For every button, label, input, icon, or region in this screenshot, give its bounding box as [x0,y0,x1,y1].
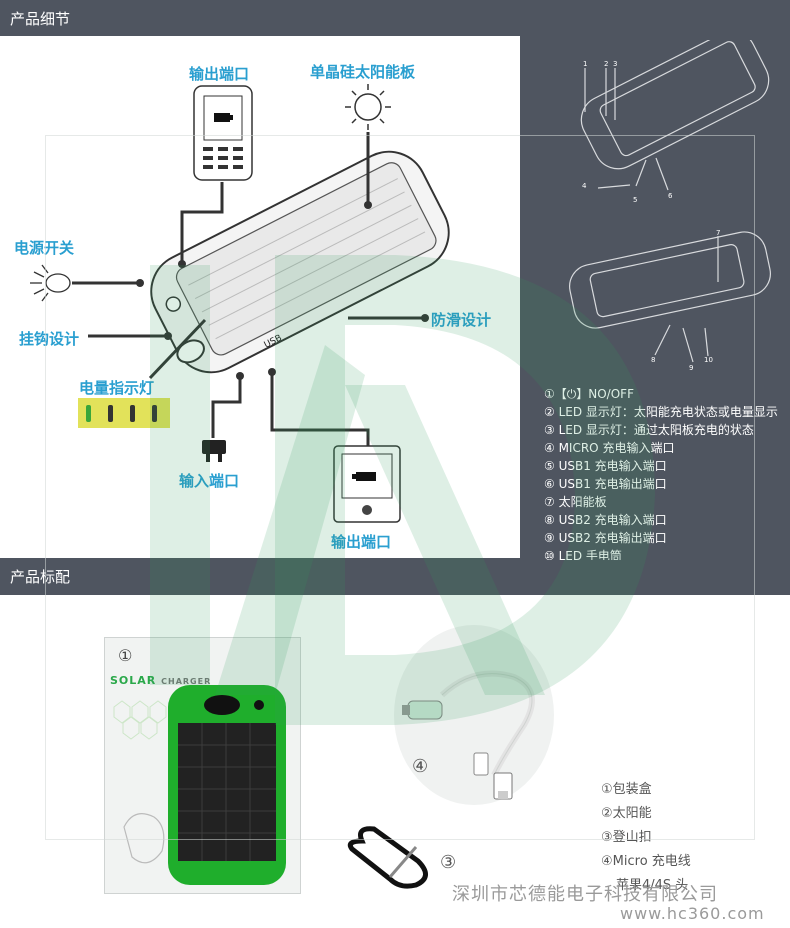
marker-10: 10 [704,356,713,364]
accessory-item: ①包装盒 [601,782,652,797]
legend-item: ⑥ USB1 充电输出端口 [544,477,667,491]
legend-item: ⑦ 太阳能板 [544,495,607,509]
marker-4: 4 [582,182,587,190]
callout-input-port: 输入端口 [179,472,240,490]
callout-anti-slip: 防滑设计 [431,311,492,329]
cable-number: ④ [412,756,429,777]
power-bank-diagram [30,84,450,523]
micro-usb-cable [402,670,535,800]
carabiner [347,826,428,889]
plug-icon [202,440,226,462]
sun-icon [345,84,391,130]
marker-2: 2 [604,60,609,68]
accessories-band [0,560,790,595]
legend-item: ⑧ USB2 充电输入端口 [544,513,667,527]
legend-item: ①【⏻】NO/OFF [544,387,634,401]
legend-item: ④ MICRO 充电输入端口 [544,441,675,455]
carabiner-number: ③ [440,852,457,873]
device-output-illustration [333,445,401,523]
legend-item: ⑨ USB2 充电输出端口 [544,531,667,545]
accessory-item: 苹果4/4S 头 [616,878,689,893]
flashlight-icon [30,264,71,302]
accessory-item: ③登山扣 [601,830,652,845]
callout-output-port-top: 输出端口 [189,65,250,83]
section-title-accessories: 产品标配 [10,568,71,586]
callout-output-port-bottom: 输出端口 [331,533,392,551]
callout-battery-indicator: 电量指示灯 [79,379,155,397]
accessory-item: ④Micro 充电线 [601,854,691,869]
marker-5: 5 [633,196,638,204]
numbered-device-drawings [569,40,771,363]
marker-3: 3 [613,60,618,68]
legend-item: ⑤ USB1 充电输入端口 [544,459,667,473]
packaged-solar-charger [113,685,286,885]
legend-item: ② LED 显示灯：太阳能充电状态或电量显示 [544,405,778,419]
company-name: 深圳市芯德能电子科技有限公司 [452,884,718,905]
marker-9: 9 [689,364,694,372]
callout-solar-panel: 单晶硅太阳能板 [310,63,416,81]
marker-7: 7 [716,229,721,237]
phone-output-illustration [193,85,253,181]
feature-legend: ①【⏻】NO/OFF ② LED 显示灯：太阳能充电状态或电量显示 ③ LED … [544,385,778,565]
site-url: www.hc360.com [620,904,765,923]
marker-6: 6 [668,192,673,200]
marker-1: 1 [583,60,588,68]
legend-item: ③ LED 显示灯：通过太阳板充电的状态 [544,423,754,437]
accessory-item: ②太阳能 [601,806,652,821]
callout-power-switch: 电源开关 [14,239,75,257]
marker-8: 8 [651,356,656,364]
callout-lanyard: 挂钩设计 [19,330,80,348]
section-title-details: 产品细节 [10,10,71,28]
